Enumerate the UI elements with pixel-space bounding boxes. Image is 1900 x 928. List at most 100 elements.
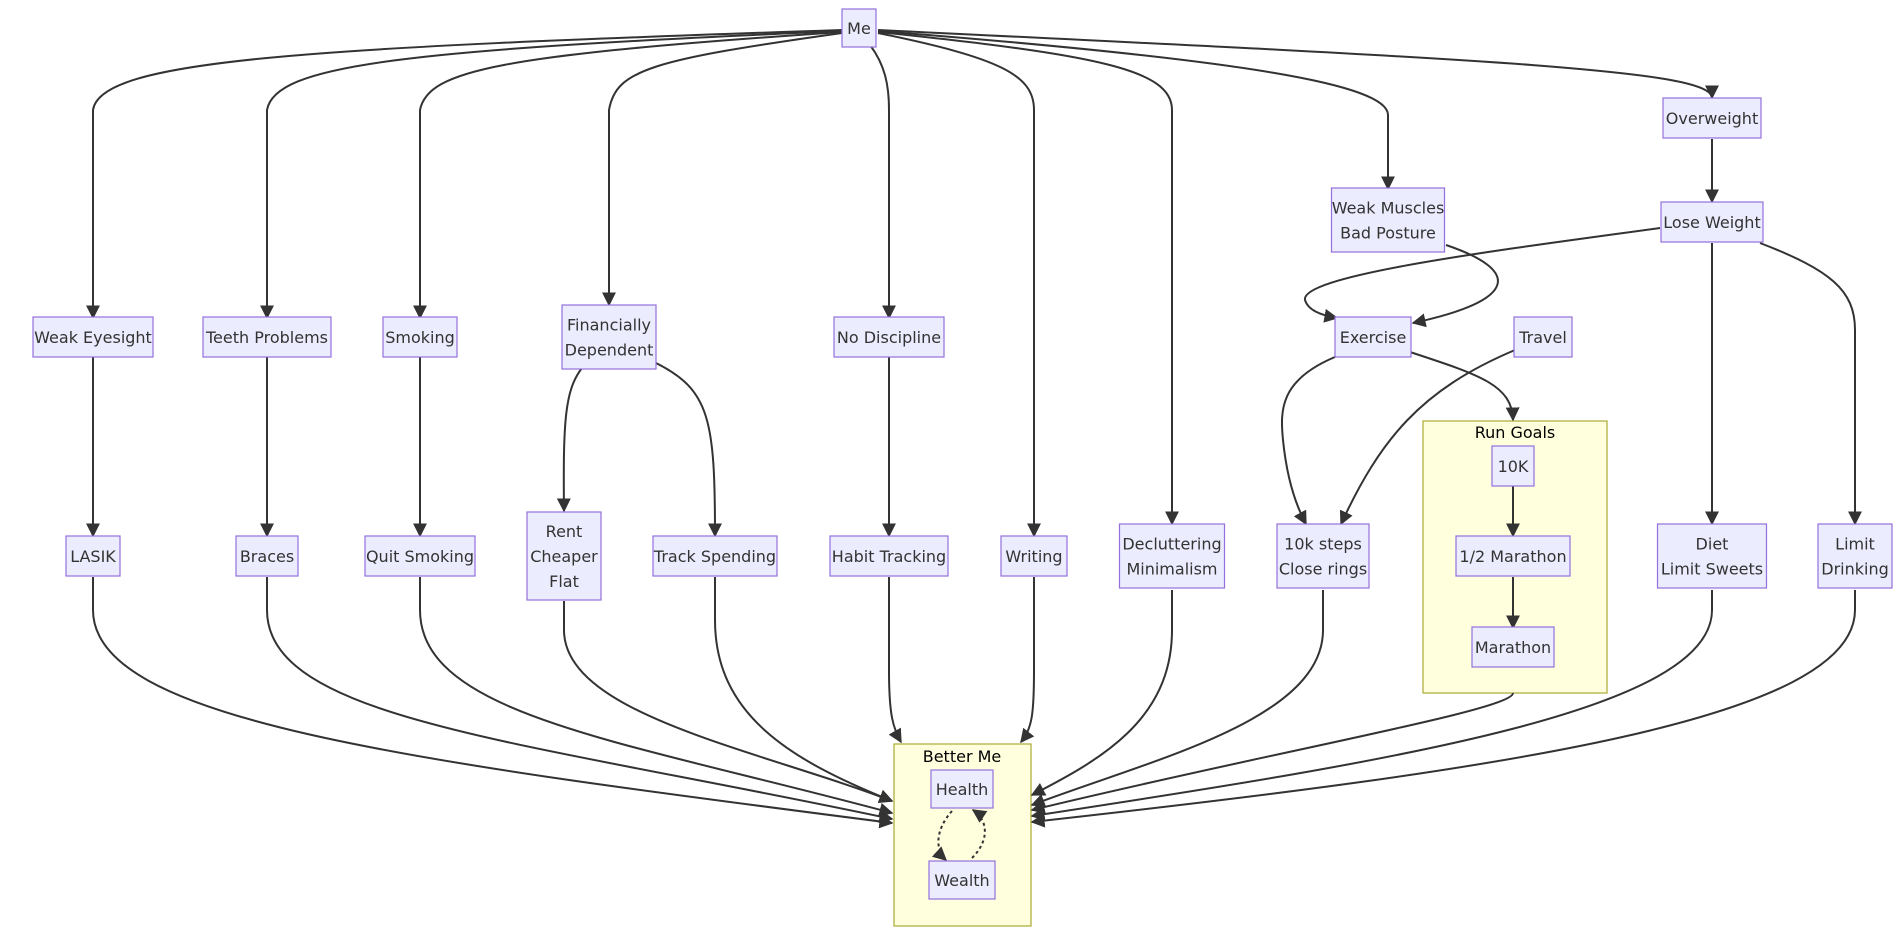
edge-exercise-steps <box>1280 356 1336 526</box>
node-smoking: Smoking <box>382 316 458 358</box>
node-label: LASIK <box>70 547 116 566</box>
edge-me-decluttering <box>877 31 1179 526</box>
node-health: Health <box>930 769 994 809</box>
node-box <box>1276 523 1370 589</box>
edge-me-weak-eyesight <box>86 29 843 320</box>
node-box <box>1455 535 1571 577</box>
edge-habit-tracking-better-me <box>888 577 902 744</box>
node-label: Cheaper <box>530 547 598 566</box>
node-box <box>928 860 996 900</box>
edge-weak-muscles-exercise <box>1411 244 1499 328</box>
edge-steps-better-me <box>1030 590 1324 808</box>
node-label: Smoking <box>385 328 455 347</box>
edge-lose-weight-limit-drinking <box>1759 242 1862 526</box>
node-label: Financially <box>567 316 651 335</box>
node-box <box>841 8 877 48</box>
node-wealth: Wealth <box>928 860 996 900</box>
node-label: Weak Muscles <box>1332 199 1445 218</box>
node-label: Weak Eyesight <box>34 328 152 347</box>
node-box <box>382 316 458 358</box>
edge-financial-rent <box>556 367 583 513</box>
node-box <box>32 316 154 358</box>
node-box <box>1334 316 1412 358</box>
cluster-run-goals-title: Run Goals <box>1475 423 1556 442</box>
node-habit-tracking: Habit Tracking <box>829 535 949 577</box>
node-label: Travel <box>1518 328 1567 347</box>
node-label: Decluttering <box>1122 535 1221 554</box>
node-box <box>1656 523 1768 589</box>
node-writing: Writing <box>1000 535 1068 577</box>
node-run-10k: 10K <box>1491 445 1535 487</box>
edge-me-writing <box>877 32 1041 538</box>
node-label: Flat <box>549 572 579 591</box>
node-label: Limit <box>1835 535 1875 554</box>
node-box <box>1513 316 1573 358</box>
node-marathon: Marathon <box>1471 626 1555 668</box>
node-overweight: Overweight <box>1662 97 1762 139</box>
node-box <box>1660 201 1764 243</box>
node-label: Limit Sweets <box>1661 560 1763 579</box>
node-box <box>1000 535 1068 577</box>
node-label: Minimalism <box>1126 560 1217 579</box>
edge-me-overweight <box>877 29 1719 100</box>
node-box <box>930 769 994 809</box>
edge-run-goals-better-me <box>1030 692 1514 814</box>
node-label: No Discipline <box>837 328 941 347</box>
node-box <box>652 535 778 577</box>
edge-me-teeth-problems <box>260 30 843 320</box>
node-quit-smoking: Quit Smoking <box>364 535 476 577</box>
node-label: Lose Weight <box>1663 213 1760 232</box>
node-box <box>202 316 332 358</box>
node-label: Braces <box>240 547 294 566</box>
node-lose-weight: Lose Weight <box>1660 201 1764 243</box>
node-braces: Braces <box>235 535 299 577</box>
node-label: 1/2 Marathon <box>1459 547 1566 566</box>
node-half-marathon: 1/2 Marathon <box>1455 535 1571 577</box>
node-box <box>235 535 299 577</box>
node-label: Wealth <box>934 871 989 890</box>
node-travel: Travel <box>1513 316 1573 358</box>
edge-writing-better-me <box>1020 577 1035 744</box>
node-label: 10K <box>1498 457 1529 476</box>
edge-track-spending-better-me <box>714 577 894 803</box>
node-weak-eyesight: Weak Eyesight <box>32 316 154 358</box>
node-box <box>526 511 602 601</box>
edge-travel-steps <box>1339 349 1516 526</box>
node-track-spending: Track Spending <box>652 535 778 577</box>
edge-decluttering-better-me <box>1030 590 1173 796</box>
node-label: Overweight <box>1666 109 1758 128</box>
node-label: Dependent <box>565 341 654 360</box>
edge-diet-better-me <box>1030 590 1713 822</box>
cluster-better-me-title: Better Me <box>923 747 1002 766</box>
edge-wealth-health <box>971 809 988 859</box>
node-label: Bad Posture <box>1340 224 1436 243</box>
edge-lasik-better-me <box>92 577 894 829</box>
node-box <box>1471 626 1555 668</box>
edge-braces-better-me <box>266 577 894 824</box>
node-label: Marathon <box>1475 638 1551 657</box>
edge-exercise-run-goals <box>1409 351 1520 422</box>
node-label: Track Spending <box>653 547 776 566</box>
node-box <box>65 535 121 577</box>
edge-limit-drinking-better-me <box>1030 590 1856 828</box>
node-box <box>1118 523 1226 589</box>
node-label: Drinking <box>1821 560 1889 579</box>
node-label: Habit Tracking <box>832 547 946 566</box>
edge-me-no-discipline <box>869 44 896 320</box>
edge-me-smoking <box>413 31 843 320</box>
node-exercise: Exercise <box>1334 316 1412 358</box>
node-lasik: LASIK <box>65 535 121 577</box>
node-box <box>829 535 949 577</box>
node-box <box>833 316 945 358</box>
edge-health-wealth <box>931 810 953 861</box>
node-label: Diet <box>1696 535 1729 554</box>
edge-rent-better-me <box>563 601 894 803</box>
